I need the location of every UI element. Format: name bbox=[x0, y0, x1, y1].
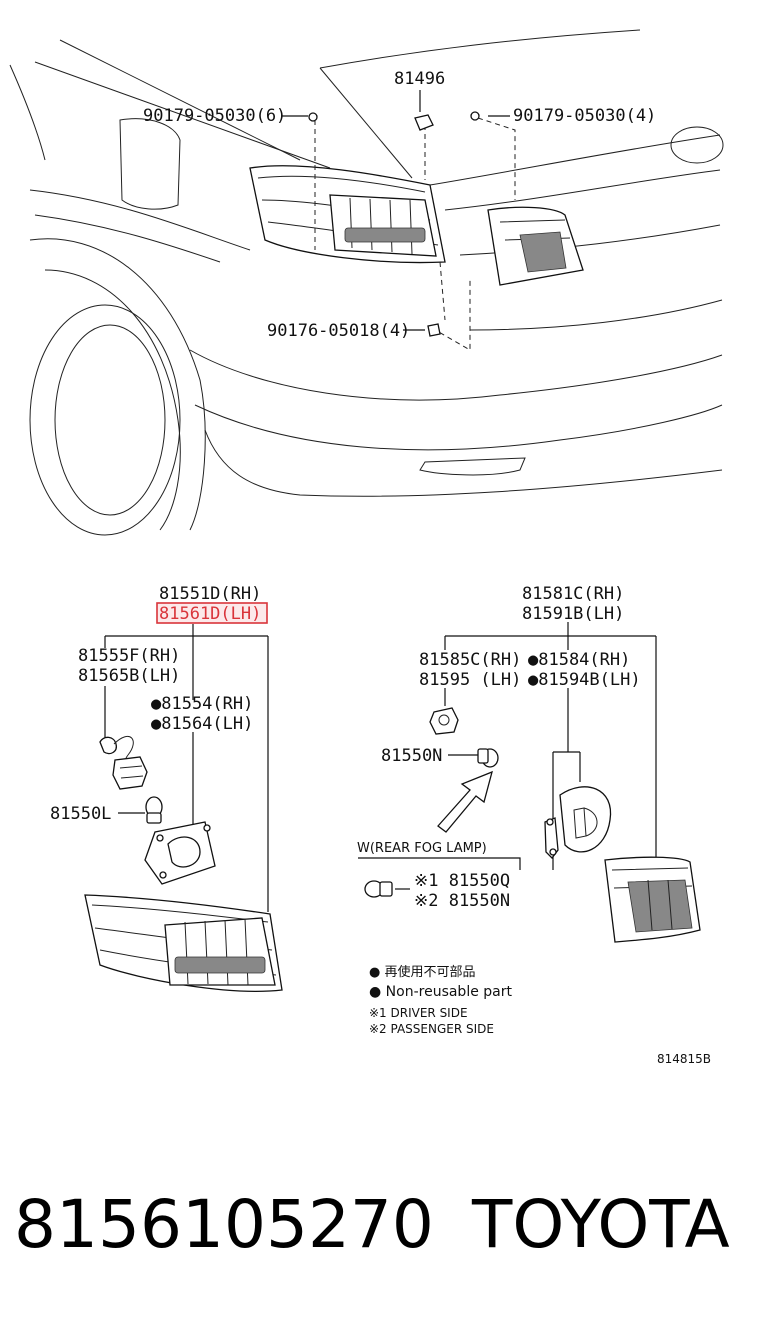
back-gasket-part bbox=[544, 786, 612, 859]
callout-lamp-lh-selected[interactable]: 81561D(LH) bbox=[159, 604, 261, 624]
install-direction-arrow bbox=[437, 770, 493, 833]
vehicle-rear-illustration bbox=[9, 29, 724, 536]
back-lamp-exploded-group bbox=[358, 622, 701, 943]
callout-lamp-rh: 81551D(RH) bbox=[159, 584, 261, 604]
callout-screw-right: 90179-05030(4) bbox=[513, 106, 656, 126]
tail-lamp-exploded-group bbox=[84, 602, 283, 992]
callout-bulb-l: 81550L bbox=[50, 804, 111, 824]
footer-brand: TOYOTA bbox=[472, 1186, 730, 1263]
tail-lamp-assembly-part bbox=[84, 894, 283, 992]
fog-bulb-part bbox=[364, 880, 393, 898]
fog-lamp-title: W(REAR FOG LAMP) bbox=[357, 841, 487, 856]
legend-passenger: ※2 PASSENGER SIDE bbox=[369, 1022, 494, 1036]
gasket-part bbox=[144, 821, 216, 885]
footer-part-number: 8156105270 bbox=[14, 1186, 434, 1263]
bulb-81550n-part bbox=[477, 748, 499, 768]
socket-wire-part bbox=[99, 735, 148, 790]
callout-back-gasket-lh: ●81594B(LH) bbox=[528, 670, 641, 690]
callout-bolt-top: 81496 bbox=[394, 69, 445, 89]
back-socket-part bbox=[429, 707, 459, 735]
callout-gasket-rh: ●81554(RH) bbox=[151, 694, 253, 714]
callout-fog-n: ※2 81550N bbox=[414, 891, 510, 911]
callout-socket-rh: 81555F(RH) bbox=[78, 646, 180, 666]
callout-screw-left: 90179-05030(6) bbox=[143, 106, 286, 126]
bulb-81550l-part bbox=[145, 796, 163, 824]
callout-fog-q: ※1 81550Q bbox=[414, 871, 510, 891]
selected-part-highlight bbox=[156, 602, 268, 624]
callout-back-gasket-rh: ●81584(RH) bbox=[528, 650, 630, 670]
callout-bulb-n: 81550N bbox=[381, 746, 442, 766]
diagram-code: 814815B bbox=[657, 1052, 711, 1066]
callout-back-lamp-lh: 81591B(LH) bbox=[522, 604, 624, 624]
callout-back-socket-rh: 81585C(RH) bbox=[419, 650, 521, 670]
callout-socket-lh: 81565B(LH) bbox=[78, 666, 180, 686]
legend-en: ● Non-reusable part bbox=[369, 984, 512, 1000]
callout-gasket-lh: ●81564(LH) bbox=[151, 714, 253, 734]
callout-nut-bottom: 90176-05018(4) bbox=[267, 321, 410, 341]
back-lamp-assembly-part bbox=[604, 856, 701, 943]
legend-jp: ● 再使用不可部品 bbox=[369, 964, 475, 980]
legend-driver: ※1 DRIVER SIDE bbox=[369, 1006, 468, 1020]
callout-back-socket-lh: 81595 (LH) bbox=[419, 670, 521, 690]
callout-back-lamp-rh: 81581C(RH) bbox=[522, 584, 624, 604]
